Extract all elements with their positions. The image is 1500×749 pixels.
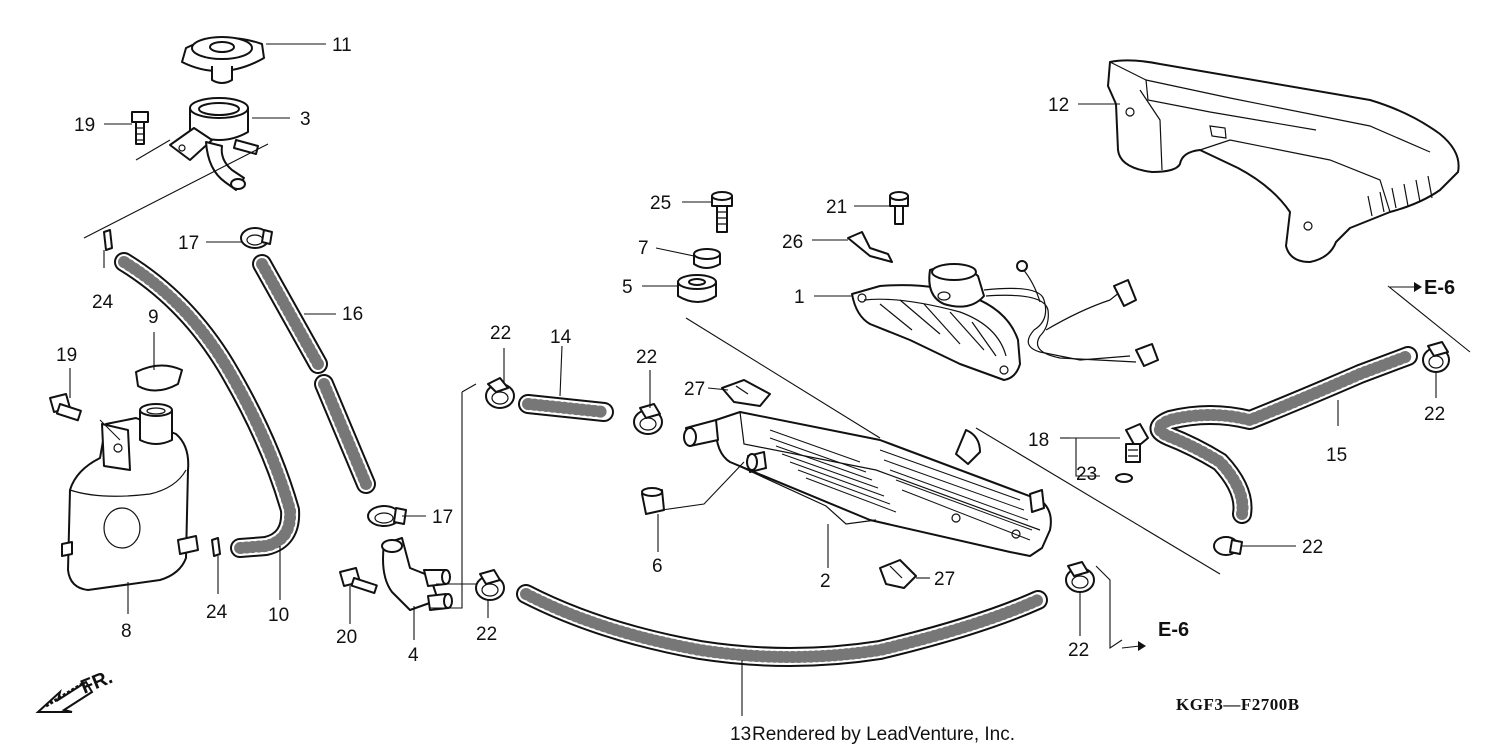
callout-13[interactable]: 13 <box>730 724 751 745</box>
hose-part-15[interactable] <box>1149 346 1418 524</box>
drain-bolt-part-6[interactable] <box>641 487 665 515</box>
callout-9[interactable]: 9 <box>148 307 159 328</box>
filler-neck-part-3[interactable] <box>169 97 259 191</box>
clamp-part-22-c[interactable] <box>475 569 505 601</box>
clamp-part-17-lower[interactable] <box>367 505 407 527</box>
callout-3[interactable]: 3 <box>300 109 311 130</box>
clamp-part-22-d[interactable] <box>1065 561 1095 593</box>
callout-4[interactable]: 4 <box>408 645 419 666</box>
callout-22-e[interactable]: 22 <box>1302 537 1323 558</box>
hose-part-16[interactable] <box>252 254 376 494</box>
reference-e6-bottom[interactable]: E-6 <box>1121 619 1189 651</box>
fan-motor-part-1[interactable] <box>851 260 1159 381</box>
reference-e6-bottom-label: E-6 <box>1158 619 1189 641</box>
radiator-cap-part-11[interactable] <box>181 36 265 84</box>
callout-22-d[interactable]: 22 <box>1068 640 1089 661</box>
leader-lines <box>69 43 1437 716</box>
clip-part-27-lower[interactable] <box>879 559 917 589</box>
assembly-lines <box>83 139 1471 650</box>
clip-part-27-upper[interactable] <box>721 379 771 407</box>
callout-19-lower[interactable]: 19 <box>56 345 77 366</box>
callout-20[interactable]: 20 <box>336 627 357 648</box>
clip-part-24-upper[interactable] <box>103 229 113 251</box>
clip-part-24-lower[interactable] <box>211 537 221 557</box>
callout-17-upper[interactable]: 17 <box>178 233 199 254</box>
callout-15[interactable]: 15 <box>1326 445 1347 466</box>
callout-24-lower[interactable]: 24 <box>206 602 228 623</box>
reserve-tank-part-8[interactable] <box>61 403 199 591</box>
reference-e6-top-label: E-6 <box>1424 277 1455 299</box>
grommet-part-5[interactable] <box>677 274 717 303</box>
callout-16[interactable]: 16 <box>342 304 363 325</box>
radiator-part-2[interactable] <box>683 411 1052 557</box>
bolt-part-19-upper[interactable] <box>131 111 149 145</box>
hose-part-10[interactable] <box>114 252 301 558</box>
callout-27-lower[interactable]: 27 <box>934 569 955 590</box>
callout-1[interactable]: 1 <box>794 287 805 308</box>
callout-10[interactable]: 10 <box>268 605 289 626</box>
callout-11[interactable]: 11 <box>332 35 352 56</box>
bolt-part-25[interactable] <box>711 191 733 233</box>
callout-14[interactable]: 14 <box>550 327 572 348</box>
callout-23[interactable]: 23 <box>1076 464 1097 485</box>
water-joint-part-4[interactable] <box>381 537 453 611</box>
callout-5[interactable]: 5 <box>622 277 633 298</box>
clamp-part-22-a[interactable] <box>485 377 515 409</box>
callout-labels: 1 2 3 4 5 6 7 8 9 10 11 12 13 14 15 16 1… <box>56 35 1445 745</box>
bolt-part-20[interactable] <box>339 567 378 595</box>
callout-17-lower[interactable]: 17 <box>432 507 453 528</box>
callout-22-b[interactable]: 22 <box>636 347 657 368</box>
tank-cap-part-9[interactable] <box>135 364 183 392</box>
credit-text: Rendered by LeadVenture, Inc. <box>752 724 1015 745</box>
clamp-part-22-e[interactable] <box>1213 536 1243 556</box>
thermo-switch-part-18[interactable] <box>1125 423 1149 463</box>
callout-21[interactable]: 21 <box>826 197 847 218</box>
callout-6[interactable]: 6 <box>652 556 663 577</box>
callout-19-upper[interactable]: 19 <box>74 115 95 136</box>
callout-18[interactable]: 18 <box>1028 430 1049 451</box>
callout-27-upper[interactable]: 27 <box>684 379 705 400</box>
clamp-part-17-upper[interactable] <box>240 227 273 249</box>
callout-22-f[interactable]: 22 <box>1424 404 1445 425</box>
bolt-part-19-lower[interactable] <box>49 393 82 422</box>
front-label: FR. <box>78 666 116 698</box>
front-arrow-icon <box>35 680 94 713</box>
callout-8[interactable]: 8 <box>121 621 132 642</box>
callout-26[interactable]: 26 <box>782 232 803 253</box>
callout-2[interactable]: 2 <box>820 571 831 592</box>
front-direction-indicator: FR. <box>35 666 116 713</box>
callout-22-a[interactable]: 22 <box>490 323 511 344</box>
washer-part-23[interactable] <box>1115 473 1133 483</box>
callout-25[interactable]: 25 <box>650 193 671 214</box>
reference-e6-top[interactable]: E-6 <box>1390 277 1455 299</box>
collar-part-7[interactable] <box>693 248 721 269</box>
callout-22-c[interactable]: 22 <box>476 624 497 645</box>
hose-part-14[interactable] <box>518 394 614 422</box>
callout-7[interactable]: 7 <box>638 238 649 259</box>
shroud-cover-part-12[interactable] <box>1107 59 1460 263</box>
clamp-part-22-f[interactable] <box>1422 341 1450 373</box>
diagram-code: KGF3—F2700B <box>1176 695 1300 714</box>
clamp-part-22-b[interactable] <box>633 403 663 435</box>
hose-part-13[interactable] <box>516 584 1048 667</box>
bolt-part-21[interactable] <box>889 191 909 225</box>
callout-12[interactable]: 12 <box>1048 95 1069 116</box>
bracket-part-26[interactable] <box>847 231 893 263</box>
callout-24-upper[interactable]: 24 <box>92 292 114 313</box>
